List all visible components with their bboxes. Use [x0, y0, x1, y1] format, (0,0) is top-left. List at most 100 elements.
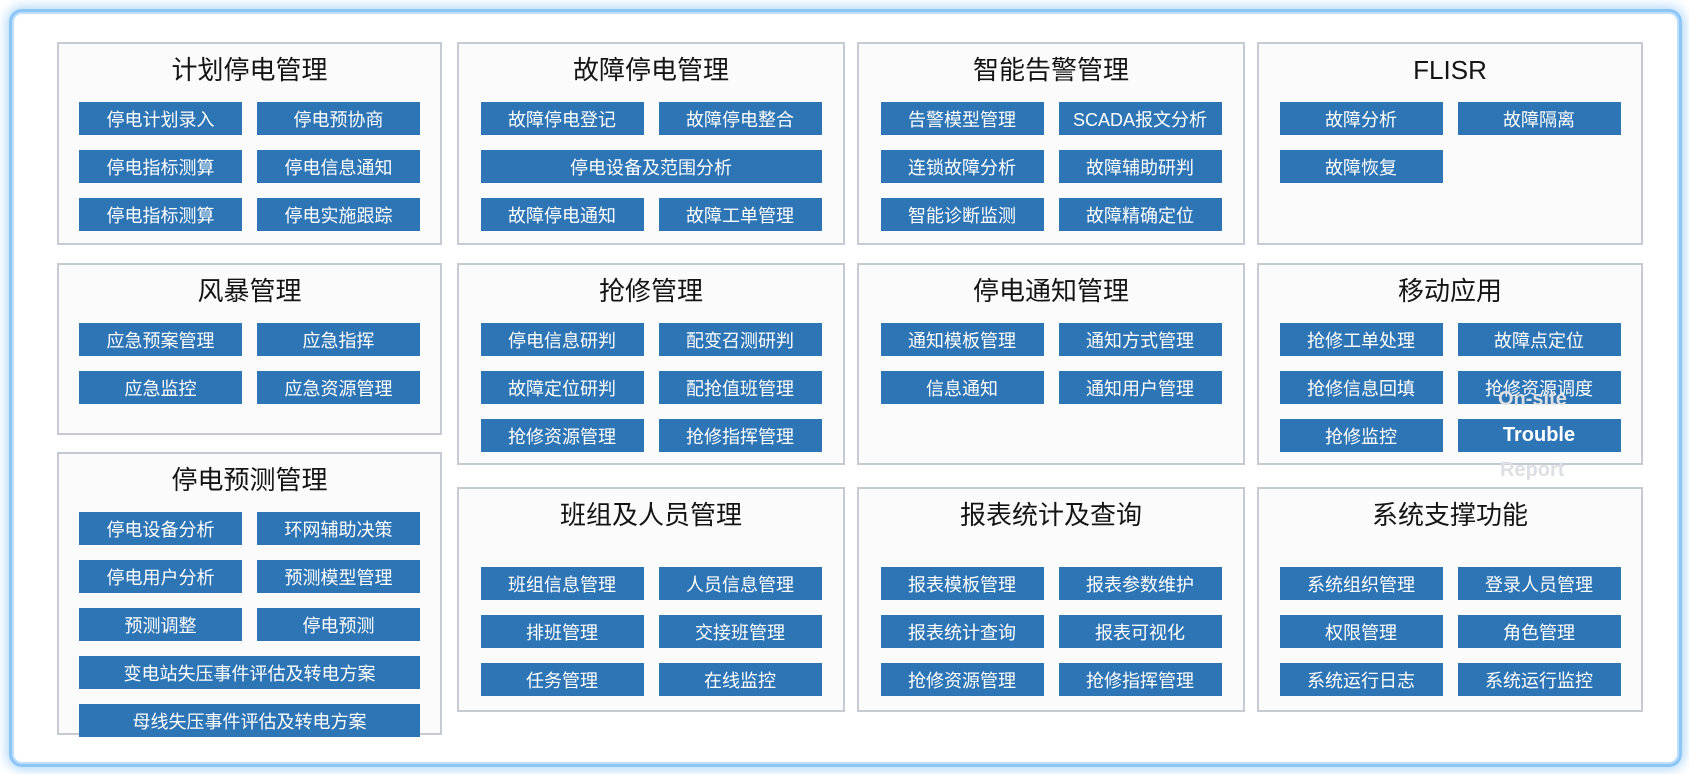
button-repair-duty-management[interactable]: 配抢值班管理 [658, 371, 822, 404]
button-repair-command-management-2[interactable]: 抢修指挥管理 [1058, 663, 1222, 696]
panel-fault: 故障停电管理 故障停电登记故障停电整合停电设备及范围分析故障停电通知故障工单管理 [457, 42, 845, 245]
button-system-operation-log[interactable]: 系统运行日志 [1279, 663, 1443, 696]
button-forecast-adjustment[interactable]: 预测调整 [79, 608, 242, 641]
button-emergency-monitoring[interactable]: 应急监控 [79, 371, 242, 404]
panel-storm-button-grid: 应急预案管理应急指挥应急监控应急资源管理 [79, 323, 420, 404]
panel-system-button-grid: 系统组织管理登录人员管理权限管理角色管理系统运行日志系统运行监控 [1279, 567, 1621, 696]
button-personnel-info-management[interactable]: 人员信息管理 [658, 567, 822, 600]
panel-plan-button-grid: 停电计划录入停电预协商停电指标测算停电信息通知停电指标测算停电实施跟踪 [79, 102, 420, 231]
button-substation-voltage-loss-assessment[interactable]: 变电站失压事件评估及转电方案 [79, 656, 420, 689]
button-report-parameter-maintenance[interactable]: 报表参数维护 [1058, 567, 1222, 600]
button-notification-user-management[interactable]: 通知用户管理 [1058, 371, 1222, 404]
button-busbar-voltage-loss-assessment[interactable]: 母线失压事件评估及转电方案 [79, 704, 420, 737]
button-outage-user-analysis[interactable]: 停电用户分析 [79, 560, 242, 593]
button-notification-method-management[interactable]: 通知方式管理 [1058, 323, 1222, 356]
button-forecast-model-management[interactable]: 预测模型管理 [257, 560, 420, 593]
button-intelligent-diagnosis-monitoring[interactable]: 智能诊断监测 [880, 198, 1044, 231]
panel-repair-title: 抢修管理 [598, 276, 703, 306]
button-repair-resource-management-2[interactable]: 抢修资源管理 [880, 663, 1044, 696]
button-ring-network-decision-support[interactable]: 环网辅助决策 [257, 512, 420, 545]
panel-team: 班组及人员管理 班组信息管理人员信息管理排班管理交接班管理任务管理在线监控 [457, 487, 845, 712]
panel-repair-button-grid: 停电信息研判配变召测研判故障定位研判配抢值班管理抢修资源管理抢修指挥管理 [480, 323, 822, 452]
button-fault-assisted-judgment[interactable]: 故障辅助研判 [1058, 150, 1222, 183]
button-emergency-plan-management[interactable]: 应急预案管理 [79, 323, 242, 356]
button-repair-command-management[interactable]: 抢修指挥管理 [658, 419, 822, 452]
button-role-management[interactable]: 角色管理 [1457, 615, 1621, 648]
button-repair-work-order-processing[interactable]: 抢修工单处理 [1279, 323, 1443, 356]
button-fault-isolation[interactable]: 故障隔离 [1457, 102, 1621, 135]
button-outage-plan-entry[interactable]: 停电计划录入 [79, 102, 242, 135]
panel-notify: 停电通知管理 通知模板管理通知方式管理信息通知通知用户管理 [857, 263, 1245, 465]
panel-fault-button-grid: 故障停电登记故障停电整合停电设备及范围分析故障停电通知故障工单管理 [480, 102, 822, 231]
button-outage-info-judgment[interactable]: 停电信息研判 [480, 323, 644, 356]
panel-notify-button-grid: 通知模板管理通知方式管理信息通知通知用户管理 [880, 323, 1222, 404]
panel-alarm: 智能告警管理 告警模型管理 SCADA报文分析连锁故障分析故障辅助研判智能诊断监测… [857, 42, 1245, 245]
panel-storm-title: 风暴管理 [197, 276, 302, 306]
button-repair-info-backfill[interactable]: 抢修信息回填 [1279, 371, 1443, 404]
panel-plan-title: 计划停电管理 [171, 55, 328, 85]
button-outage-equipment-scope-analysis[interactable]: 停电设备及范围分析 [480, 150, 822, 183]
panel-system: 系统支撑功能 系统组织管理登录人员管理权限管理角色管理系统运行日志系统运行监控 [1257, 487, 1643, 712]
panel-forecast-title: 停电预测管理 [171, 465, 328, 495]
button-report-statistics-query[interactable]: 报表统计查询 [880, 615, 1044, 648]
button-outage-implementation-tracking[interactable]: 停电实施跟踪 [257, 198, 420, 231]
panel-mobile-button-grid: 抢修工单处理故障点定位抢修信息回填抢修资源调度抢修监控 Trouble [1279, 323, 1621, 452]
button-report-template-management[interactable]: 报表模板管理 [880, 567, 1044, 600]
button-notification-template-management[interactable]: 通知模板管理 [880, 323, 1044, 356]
panel-repair: 抢修管理 停电信息研判配变召测研判故障定位研判配抢值班管理抢修资源管理抢修指挥管… [457, 263, 845, 465]
panel-forecast: 停电预测管理 停电设备分析环网辅助决策停电用户分析预测模型管理预测调整停电预测变… [57, 452, 442, 737]
button-permission-management[interactable]: 权限管理 [1279, 615, 1443, 648]
button-outage-index-calculation-2[interactable]: 停电指标测算 [79, 198, 242, 231]
button-fault-outage-integration[interactable]: 故障停电整合 [658, 102, 822, 135]
button-shift-handover-management[interactable]: 交接班管理 [658, 615, 822, 648]
button-fault-precise-location[interactable]: 故障精确定位 [1058, 198, 1222, 231]
button-fault-outage-notification[interactable]: 故障停电通知 [480, 198, 644, 231]
button-system-organization-management[interactable]: 系统组织管理 [1279, 567, 1443, 600]
button-fault-point-location[interactable]: 故障点定位 [1457, 323, 1621, 356]
button-fault-location-judgment[interactable]: 故障定位研判 [480, 371, 644, 404]
panel-alarm-button-grid: 告警模型管理 SCADA报文分析连锁故障分析故障辅助研判智能诊断监测故障精确定位 [880, 102, 1222, 231]
button-fault-outage-registration[interactable]: 故障停电登记 [480, 102, 644, 135]
button-fault-analysis[interactable]: 故障分析 [1279, 102, 1443, 135]
panel-fault-title: 故障停电管理 [572, 55, 729, 85]
panel-system-title: 系统支撑功能 [1371, 500, 1528, 530]
panel-mobile: 移动应用 抢修工单处理故障点定位抢修信息回填抢修资源调度抢修监控 Trouble [1257, 263, 1643, 465]
panel-flisr-title: FLISR [1413, 55, 1487, 85]
button-report-visualization[interactable]: 报表可视化 [1058, 615, 1222, 648]
panel-report-button-grid: 报表模板管理报表参数维护报表统计查询报表可视化抢修资源管理抢修指挥管理 [880, 567, 1222, 696]
panel-storm: 风暴管理 应急预案管理应急指挥应急监控应急资源管理 [57, 263, 442, 435]
button-info-notification[interactable]: 信息通知 [880, 371, 1044, 404]
panel-mobile-title: 移动应用 [1397, 276, 1502, 306]
button-alarm-model-management[interactable]: 告警模型管理 [880, 102, 1044, 135]
button-online-monitoring[interactable]: 在线监控 [658, 663, 822, 696]
button-outage-equipment-analysis[interactable]: 停电设备分析 [79, 512, 242, 545]
button-task-management[interactable]: 任务管理 [480, 663, 644, 696]
button-outage-info-notification[interactable]: 停电信息通知 [257, 150, 420, 183]
panel-report: 报表统计及查询 报表模板管理报表参数维护报表统计查询报表可视化抢修资源管理抢修指… [857, 487, 1245, 712]
button-login-personnel-management[interactable]: 登录人员管理 [1457, 567, 1621, 600]
panel-alarm-title: 智能告警管理 [972, 55, 1129, 85]
button-repair-resource-management[interactable]: 抢修资源管理 [480, 419, 644, 452]
button-transformer-polling-judgment[interactable]: 配变召测研判 [658, 323, 822, 356]
button-shift-scheduling-management[interactable]: 排班管理 [480, 615, 644, 648]
button-emergency-resource-management[interactable]: 应急资源管理 [257, 371, 420, 404]
button-scada-message-analysis[interactable]: SCADA报文分析 [1058, 102, 1222, 135]
button-team-info-management[interactable]: 班组信息管理 [480, 567, 644, 600]
panel-team-title: 班组及人员管理 [559, 500, 742, 530]
button-trouble[interactable]: Trouble [1457, 419, 1621, 452]
button-outage-forecast[interactable]: 停电预测 [257, 608, 420, 641]
button-fault-recovery[interactable]: 故障恢复 [1279, 150, 1443, 183]
button-cascading-fault-analysis[interactable]: 连锁故障分析 [880, 150, 1044, 183]
button-outage-index-calculation[interactable]: 停电指标测算 [79, 150, 242, 183]
panel-team-button-grid: 班组信息管理人员信息管理排班管理交接班管理任务管理在线监控 [480, 567, 822, 696]
button-fault-work-order-management[interactable]: 故障工单管理 [658, 198, 822, 231]
panel-forecast-button-grid: 停电设备分析环网辅助决策停电用户分析预测模型管理预测调整停电预测变电站失压事件评… [79, 512, 420, 737]
button-repair-resource-dispatch[interactable]: 抢修资源调度 [1457, 371, 1621, 404]
panel-plan: 计划停电管理 停电计划录入停电预协商停电指标测算停电信息通知停电指标测算停电实施… [57, 42, 442, 245]
button-repair-monitoring[interactable]: 抢修监控 [1279, 419, 1443, 452]
panel-flisr: FLISR 故障分析故障隔离故障恢复 [1257, 42, 1643, 245]
button-emergency-command[interactable]: 应急指挥 [257, 323, 420, 356]
button-system-operation-monitoring[interactable]: 系统运行监控 [1457, 663, 1621, 696]
button-outage-pre-negotiation[interactable]: 停电预协商 [257, 102, 420, 135]
